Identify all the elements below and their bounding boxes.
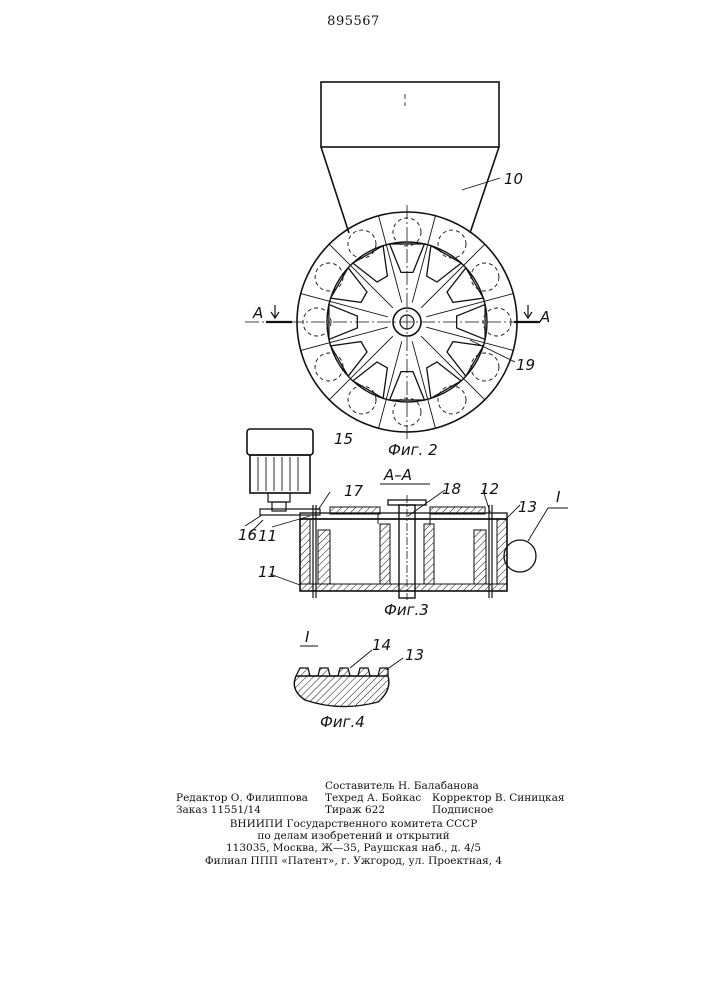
section-marks (266, 305, 540, 322)
figure-4-title: I (305, 628, 310, 646)
label-hopper: 10 (504, 170, 523, 188)
rotor-cup (438, 386, 466, 414)
rotor-cup (348, 386, 376, 414)
label-detail: I (556, 488, 561, 506)
figure-3-caption: Фиг.3 (384, 601, 429, 619)
rotor-cup (471, 353, 499, 381)
figure-4-caption: Фиг.4 (320, 713, 365, 731)
section-title: А–А (383, 466, 412, 484)
label-rim: 13 (518, 498, 537, 516)
rotor-blade (421, 244, 485, 308)
imprint-subscription: Подписное (432, 804, 493, 818)
rotor-blade (379, 341, 402, 428)
label-blade: 19 (516, 356, 535, 374)
rotor-cup (315, 353, 343, 381)
label-section-left: A (252, 304, 263, 322)
motor (247, 429, 313, 511)
rotor-blade (421, 336, 485, 400)
imprint-order: Заказ 11551/14 (176, 804, 261, 818)
figure-4 (294, 646, 403, 707)
label-teeth: 14 (372, 636, 391, 654)
label-section-right: A (539, 308, 550, 326)
rotor-blade (301, 327, 388, 350)
rotor-cup (471, 263, 499, 291)
rotor-blade (301, 294, 388, 317)
rotor-cup (348, 230, 376, 258)
rotor-blade (426, 327, 513, 350)
rotor-cup (438, 230, 466, 258)
label-rim-detail: 13 (405, 646, 424, 664)
figure-2 (245, 82, 540, 440)
rotor-blade (412, 341, 435, 428)
rotor-blade (412, 216, 435, 303)
rotor-blade (426, 294, 513, 317)
rotor-blade (329, 336, 393, 400)
label-disk-bottom: 11 (258, 563, 277, 581)
label-disk-top: 11 (258, 527, 277, 545)
label-motor: 15 (334, 430, 353, 448)
imprint-org-line-4: Филиал ППП «Патент», г. Ужгород, ул. Про… (0, 855, 707, 869)
rotor-blade (329, 244, 393, 308)
imprint-circulation: Тираж 622 (325, 804, 385, 818)
rotor-cup (315, 263, 343, 291)
label-belt: 16 (238, 526, 257, 544)
label-shaft: 18 (442, 480, 461, 498)
imprint-org-line-3: 113035, Москва, Ж—35, Раушская наб., д. … (0, 842, 707, 856)
rotor-blade (379, 216, 402, 303)
hopper (321, 82, 499, 233)
figure-2-caption: Фиг. 2 (388, 441, 438, 459)
label-ring: 12 (480, 480, 499, 498)
label-plate: 17 (344, 482, 364, 500)
